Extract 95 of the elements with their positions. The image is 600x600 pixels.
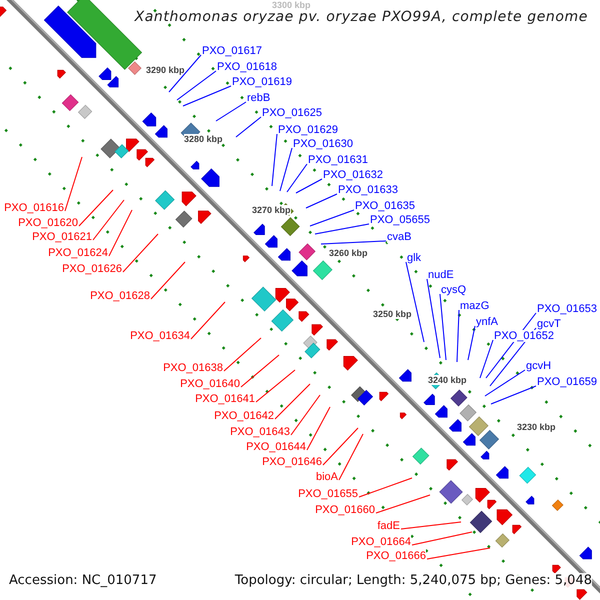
gene-label: rebB	[247, 92, 270, 104]
leader-line	[224, 338, 262, 372]
scale-label: 3230 kbp	[517, 422, 556, 432]
gene-label: PXO_01641	[195, 393, 255, 405]
gene-label: PXO_01619	[232, 76, 292, 88]
leader-line	[426, 278, 440, 358]
gene-label: gcvT	[537, 318, 561, 330]
scale-label: 3280 kbp	[184, 134, 223, 144]
scale-label: 3290 kbp	[146, 65, 185, 75]
gene-label: PXO_01631	[308, 154, 368, 166]
leader-line	[306, 406, 330, 450]
gene-label: PXO_01660	[315, 504, 375, 516]
leader-line	[480, 340, 494, 378]
leader-line	[338, 434, 364, 480]
gene-label: PXO_01635	[355, 200, 415, 212]
leader-line	[236, 116, 262, 138]
gene-label: PXO_01624	[48, 247, 108, 259]
gene-label: PXO_01644	[246, 441, 306, 453]
leader-line	[314, 224, 370, 234]
leader-line	[468, 326, 476, 360]
leader-line	[122, 234, 158, 272]
leader-line	[280, 148, 292, 192]
leader-line	[322, 428, 358, 466]
gene-label: PXO_01664	[351, 536, 411, 548]
scale-label: 3270 kbp	[252, 205, 291, 215]
leader-line	[290, 394, 320, 436]
gene-label: PXO_01632	[323, 169, 383, 181]
gene-label: mazG	[460, 300, 490, 312]
genome-info-text: Topology: circular; Length: 5,240,075 bp; Genes: 5,048	[234, 573, 592, 588]
gene-label: PXO_01646	[262, 456, 322, 468]
leader-line	[176, 70, 216, 100]
scale-label: 3250 kbp	[373, 309, 412, 319]
gene-label: bioA	[316, 471, 338, 483]
accession-text: Accession: NC_010717	[9, 573, 157, 588]
leader-line	[64, 156, 82, 212]
gene-label: fadE	[377, 520, 400, 532]
leader-line	[286, 164, 308, 192]
gene-label: PXO_01638	[163, 362, 223, 374]
leader-line	[92, 200, 124, 240]
leader-line	[78, 190, 114, 226]
gene-label: PXO_01616	[4, 202, 64, 214]
leader-line	[216, 102, 246, 122]
gene-label: PXO_05655	[370, 214, 430, 226]
gene-label: nudE	[428, 269, 454, 281]
leader-line	[296, 178, 322, 194]
gene-label: gcvH	[526, 360, 552, 372]
scale-label: 3240 kbp	[428, 375, 467, 385]
gene-label: PXO_01634	[130, 330, 190, 342]
gene-label: PXO_01620	[18, 217, 78, 229]
gene-label: PXO_01640	[180, 378, 240, 390]
gene-label: PXO_01621	[32, 231, 92, 243]
leader-line	[484, 370, 526, 396]
leader-line	[400, 522, 462, 530]
gene-label: PXO_01659	[537, 376, 597, 388]
leader-line	[272, 134, 278, 186]
gene-label: glk	[407, 252, 422, 264]
leader-line	[376, 494, 430, 514]
gene-label: PXO_01642	[214, 410, 274, 422]
leader-line	[306, 194, 338, 208]
scale-label: 3300 kbp	[272, 0, 311, 10]
leader-line	[150, 262, 186, 300]
leader-line	[256, 370, 296, 402]
gene-label: PXO_01628	[90, 290, 150, 302]
leader-line	[440, 294, 446, 360]
leader-line	[274, 384, 310, 420]
leader-line	[426, 548, 490, 560]
gene-label: PXO_01617	[202, 45, 262, 57]
leader-line	[320, 240, 386, 244]
leader-line	[456, 310, 460, 362]
title: Xanthomonas oryzae pv. oryzae PXO99A, complete genome	[134, 9, 588, 25]
gene-label: PXO_01652	[494, 330, 554, 342]
gene-label: cysQ	[441, 284, 466, 296]
gene-label: ynfA	[476, 316, 498, 328]
leader-line	[310, 210, 354, 226]
leader-line	[182, 86, 232, 106]
gene-label: PXO_01643	[230, 426, 290, 438]
gene-label: PXO_01626	[62, 263, 122, 275]
leader-line	[190, 302, 226, 340]
leader-line	[108, 210, 132, 256]
leader-line	[490, 386, 536, 404]
gene-label: PXO_01655	[298, 488, 358, 500]
gene-label: PXO_01630	[293, 138, 353, 150]
gene-label: PXO_01625	[262, 107, 322, 119]
gene-label: PXO_01666	[366, 550, 426, 562]
gene-label: PXO_01633	[338, 184, 398, 196]
leader-line	[168, 54, 202, 92]
gene-label: PXO_01629	[278, 124, 338, 136]
gene-label: cvaB	[387, 231, 412, 243]
leader-line	[358, 478, 412, 498]
leader-line	[406, 262, 424, 342]
leader-line	[240, 354, 280, 388]
scale-label: 3260 kbp	[329, 248, 368, 258]
gene-label: PXO_01618	[217, 61, 277, 73]
leader-line	[412, 532, 472, 546]
gene-label: PXO_01653	[537, 303, 597, 315]
